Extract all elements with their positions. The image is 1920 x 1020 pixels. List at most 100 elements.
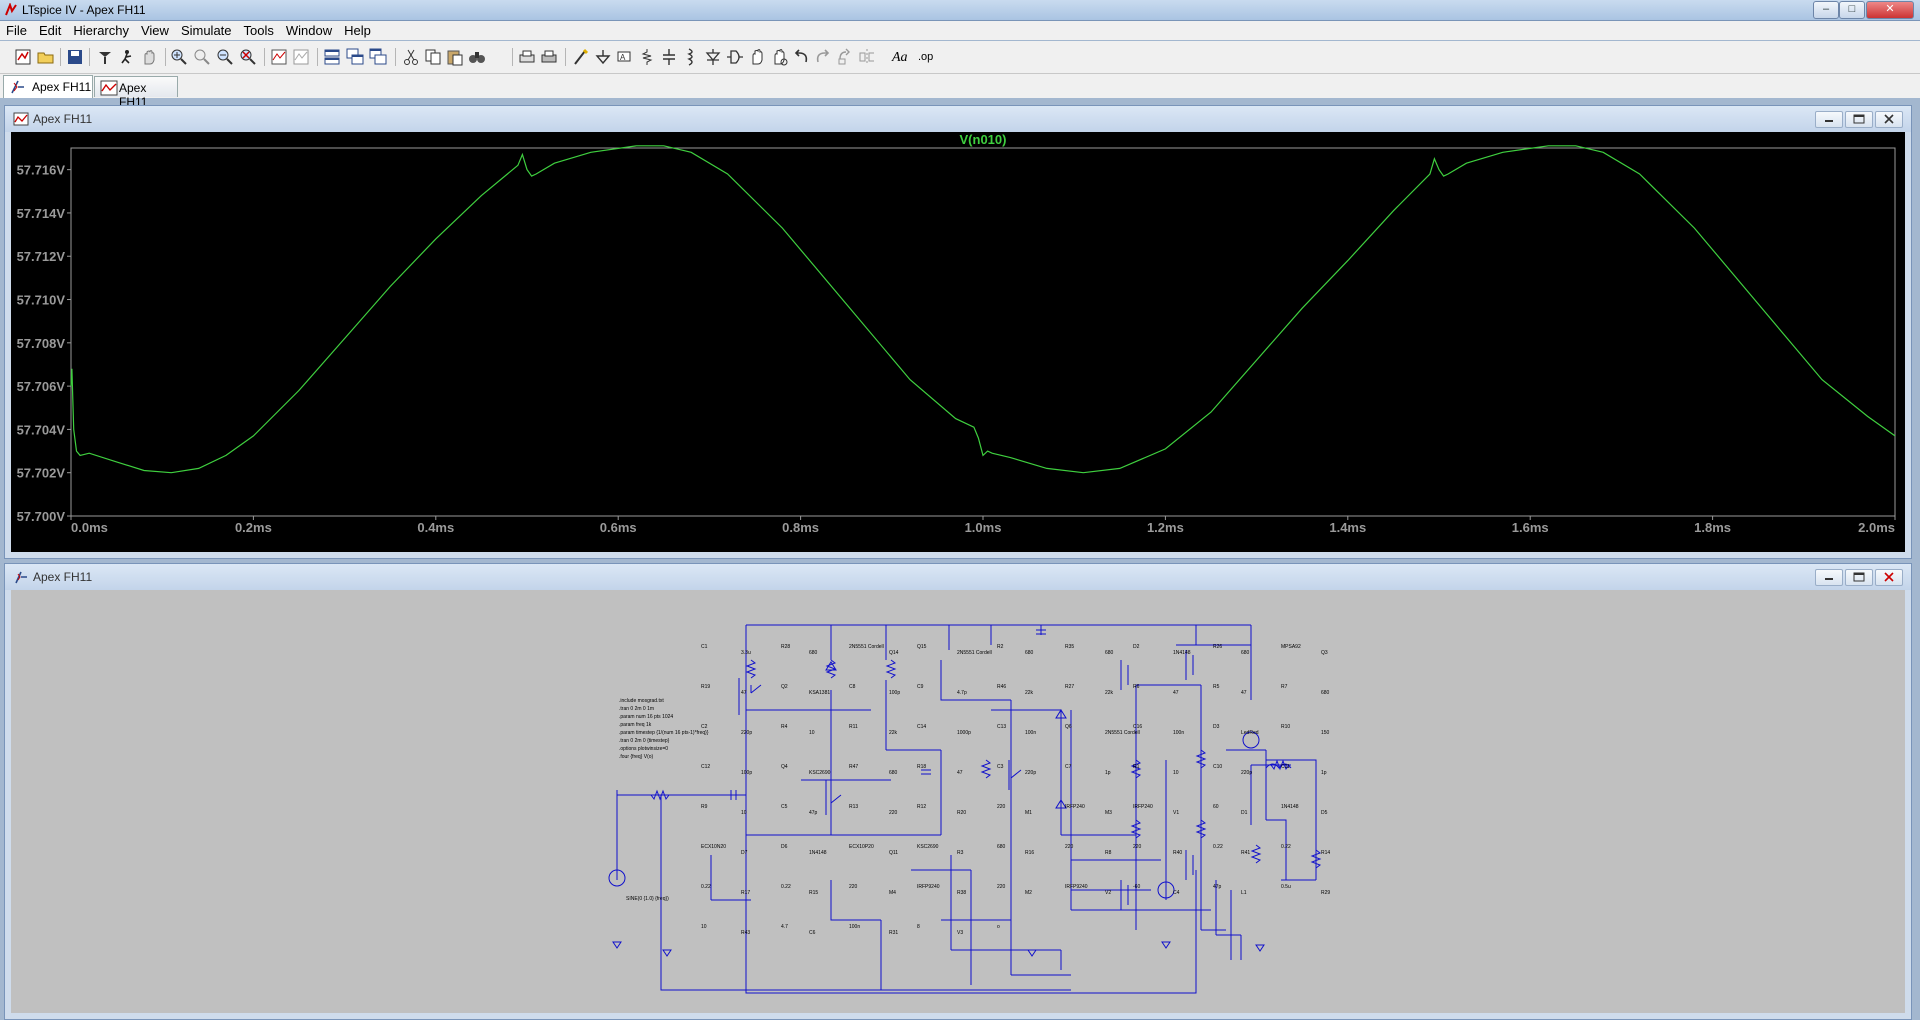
zoom-full-icon[interactable] <box>216 48 234 66</box>
spice-directive-line[interactable]: .param timestep {1/(num 16 pts-1)*freq}} <box>619 730 709 736</box>
spice-directive-line[interactable]: .tran 0 2m 0 1m <box>619 706 654 712</box>
menu-simulate[interactable]: Simulate <box>180 23 232 38</box>
tile-horizontal-icon[interactable] <box>323 48 341 66</box>
spice-directive-line[interactable]: .param freq 1k <box>619 722 652 728</box>
halt-icon[interactable] <box>140 48 158 66</box>
capacitor-c1[interactable] <box>730 790 737 800</box>
spice-directive-icon[interactable]: .op <box>918 51 934 63</box>
zoom-out-icon[interactable] <box>193 48 211 66</box>
transistor-q15[interactable] <box>825 780 842 815</box>
trace-label[interactable]: V(n010) <box>960 132 1007 147</box>
capacitor-c9[interactable] <box>921 769 931 775</box>
spice-directive-line[interactable]: .param num 16 pts 1024 <box>619 714 673 720</box>
mirror-icon[interactable] <box>858 48 876 66</box>
resistor-r14[interactable] <box>1195 749 1207 769</box>
menu-window[interactable]: Window <box>285 23 333 38</box>
minimize-button[interactable]: – <box>1813 1 1839 19</box>
copy-icon[interactable] <box>424 48 442 66</box>
tab-waveform[interactable]: Apex FH11 <box>94 76 178 109</box>
print-icon[interactable] <box>540 48 558 66</box>
component-label: 10 <box>809 730 815 736</box>
resistor-r29[interactable] <box>1270 759 1290 771</box>
menu-edit[interactable]: Edit <box>38 23 62 38</box>
capacitor-c5[interactable] <box>1036 629 1046 635</box>
print-preview-icon[interactable] <box>518 48 536 66</box>
diode-icon[interactable] <box>704 48 722 66</box>
open-icon[interactable] <box>37 48 55 66</box>
resistor-r3[interactable] <box>980 759 992 779</box>
waveform-restore-button[interactable] <box>1845 111 1873 128</box>
clear-icon[interactable] <box>292 48 310 66</box>
source-v1[interactable] <box>1242 731 1260 749</box>
spice-directive-line[interactable]: .four {freq} V(o) <box>619 754 654 760</box>
resistor-r17[interactable] <box>1195 819 1207 839</box>
schematic-close-button[interactable] <box>1875 569 1903 586</box>
mosfet-m1[interactable] <box>1120 660 1129 690</box>
tab-schematic[interactable]: Apex FH11 <box>3 75 93 98</box>
rotate-icon[interactable] <box>836 48 854 66</box>
find-icon[interactable] <box>468 48 486 66</box>
mosfet-m2[interactable] <box>1120 880 1129 910</box>
waveform-chart[interactable]: V(n010) 57.716V57.714V57.712V57.710V57.7… <box>11 132 1905 552</box>
zoom-in-icon[interactable] <box>170 48 188 66</box>
menu-tools[interactable]: Tools <box>243 23 274 38</box>
spice-directive-line[interactable]: .options plotwinsize=0 <box>619 746 668 752</box>
label-icon[interactable]: A <box>616 48 634 66</box>
resistor-r28[interactable] <box>650 789 670 801</box>
spice-directive-line[interactable]: .include mosgrad.txt <box>619 698 664 704</box>
mosfet-m4[interactable] <box>1185 850 1194 880</box>
resistor-r40[interactable] <box>1130 759 1142 779</box>
trace-line-v-n010[interactable] <box>70 145 1896 474</box>
schematic-canvas[interactable]: .include mosgrad.txt .tran 0 2m 0 1m .para… <box>11 590 1905 1013</box>
run-icon[interactable] <box>118 48 136 66</box>
save-icon[interactable] <box>66 48 84 66</box>
redo-icon[interactable] <box>814 48 832 66</box>
component-icon[interactable] <box>726 48 744 66</box>
resistor-r31[interactable] <box>1310 849 1322 869</box>
spice-directives[interactable]: .include mosgrad.txt .tran 0 2m 0 1m .para… <box>619 698 709 760</box>
menu-hierarchy[interactable]: Hierarchy <box>73 23 129 38</box>
new-schematic-icon[interactable] <box>14 48 32 66</box>
resistor-icon[interactable] <box>638 48 656 66</box>
move-icon[interactable] <box>748 48 766 66</box>
autorange-icon[interactable] <box>270 48 288 66</box>
source-v2[interactable] <box>1157 881 1175 899</box>
text-icon[interactable]: Aa <box>892 50 908 65</box>
schematic-drawing[interactable]: .include mosgrad.txt .tran 0 2m 0 1m .para… <box>11 590 1905 1013</box>
capacitor-icon[interactable] <box>660 48 678 66</box>
resistor-r43[interactable] <box>1250 844 1262 864</box>
waveform-minimize-button[interactable] <box>1815 111 1843 128</box>
mosfet-m3[interactable] <box>1185 650 1194 680</box>
menu-help[interactable]: Help <box>344 23 371 38</box>
close-button[interactable]: ✕ <box>1866 1 1914 19</box>
paste-icon[interactable] <box>446 48 464 66</box>
spice-directive-line[interactable]: .tran 0 2m 0 {timestep} <box>619 738 670 744</box>
menu-file[interactable]: File <box>6 23 27 38</box>
inductor-l1[interactable] <box>1265 763 1292 769</box>
schematic-restore-button[interactable] <box>1845 569 1873 586</box>
undo-icon[interactable] <box>792 48 810 66</box>
waveform-close-button[interactable] <box>1875 111 1903 128</box>
tile-vertical-icon[interactable] <box>369 48 387 66</box>
drag-icon[interactable] <box>770 48 788 66</box>
resistor-r26[interactable] <box>885 659 897 679</box>
cut-icon[interactable] <box>402 48 420 66</box>
menu-view[interactable]: View <box>140 23 169 38</box>
schematic-minimize-button[interactable] <box>1815 569 1843 586</box>
diode-d6[interactable] <box>1055 799 1067 809</box>
maximize-button[interactable]: □ <box>1839 1 1865 19</box>
control-panel-icon[interactable] <box>96 48 114 66</box>
wire-icon[interactable] <box>572 48 590 66</box>
cascade-icon[interactable] <box>346 48 364 66</box>
transistor-q11[interactable] <box>1008 760 1022 790</box>
source-v3[interactable] <box>608 869 626 887</box>
zoom-cancel-icon[interactable] <box>239 48 257 66</box>
ground-icon[interactable] <box>594 48 612 66</box>
diode-d2[interactable] <box>825 661 837 671</box>
diode-d1[interactable] <box>1055 709 1067 719</box>
resistor-r2[interactable] <box>745 659 757 679</box>
transistor-q14[interactable] <box>738 678 762 715</box>
resistor-r41[interactable] <box>1130 819 1142 839</box>
inductor-icon[interactable] <box>682 48 700 66</box>
